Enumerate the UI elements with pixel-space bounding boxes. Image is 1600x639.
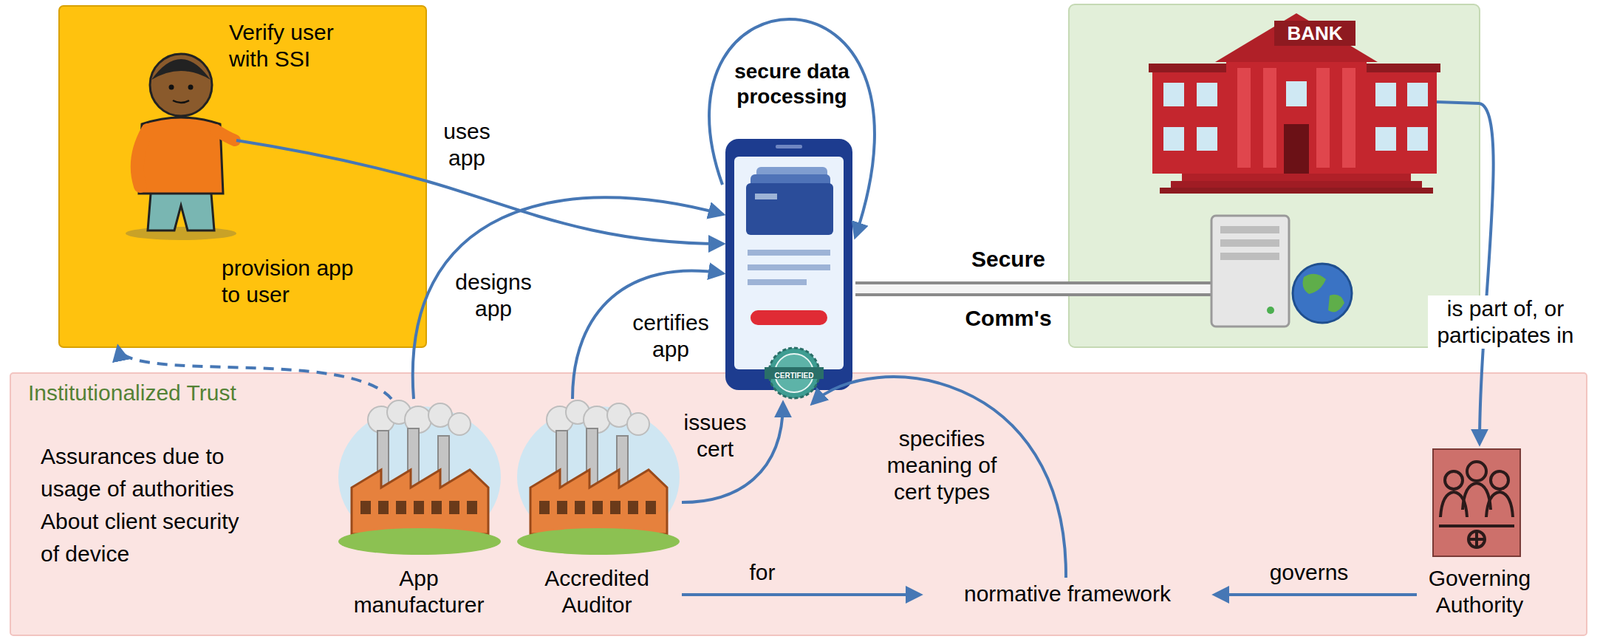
text-slot: uses app [437, 118, 497, 172]
trust-band: Institutionalized TrustAssurances due to… [10, 373, 1587, 636]
text-slot: issues cert [680, 409, 751, 463]
user-figure [125, 53, 237, 241]
phone-node: CERTIFIED [722, 135, 856, 404]
trust-band-fill [10, 373, 1587, 636]
actor-node: Accredited Auditor [511, 398, 682, 625]
text-slot: Assurances due to usage of authorities A… [40, 440, 263, 571]
authority-icon [1433, 449, 1521, 557]
leader-line [1436, 101, 1480, 104]
edge-label: is part of, or participates in [1427, 295, 1584, 349]
framework-label: normative framework [963, 580, 1171, 608]
edge-label: designs app [447, 268, 540, 323]
connector [1479, 103, 1494, 444]
connector [412, 197, 723, 399]
text-slot: secure data processing [727, 59, 857, 109]
edge-label: for [749, 559, 775, 586]
text-slot: governs [1260, 559, 1357, 586]
band-title: Institutionalized Trust [28, 379, 237, 407]
actor-label: App manufacturer [337, 565, 501, 619]
text-slot: for [740, 559, 785, 586]
bank-panel-fill [1068, 4, 1480, 348]
text-slot: Accredited Auditor [515, 565, 679, 619]
pipe-core [855, 284, 1069, 294]
connector [681, 593, 920, 597]
edge-label: issues cert [680, 409, 751, 463]
factory-icon [517, 400, 680, 555]
badge-text: CERTIFIED [774, 370, 815, 382]
text-slot: is part of, or participates in [1427, 295, 1584, 349]
factory-icon [338, 400, 501, 555]
text-slot: Governing Authority [1416, 565, 1543, 619]
actor-label: Governing Authority [1416, 565, 1543, 619]
connector [572, 271, 723, 399]
leader-line [236, 140, 427, 181]
edge-label: secure data processing [727, 59, 857, 109]
text-slot: designs app [447, 268, 540, 323]
text-slot: Verify user with SSI [228, 19, 377, 73]
text-slot: certifies app [624, 309, 718, 363]
connector [709, 19, 875, 237]
edge-label: uses app [437, 118, 497, 172]
connector [426, 180, 723, 244]
edge-label: Secure Comm's [952, 229, 1064, 348]
text-slot: specifies meaning of cert types [877, 425, 1007, 506]
bank-panel: BANK [1068, 4, 1480, 348]
text-slot: BANK [1274, 21, 1356, 46]
edge-label: provision app to user [221, 254, 355, 309]
server-illustration [1068, 215, 1352, 327]
actor-node: App manufacturer [333, 398, 504, 625]
actor-label: Accredited Auditor [515, 565, 679, 619]
bank-sign: BANK [1286, 21, 1343, 46]
pipe-outline [855, 281, 1069, 297]
text-slot: Secure Comm's [952, 229, 1064, 348]
text-slot: App manufacturer [337, 565, 501, 619]
text-slot: Institutionalized Trust [28, 379, 354, 407]
framework-node: normative framework [919, 577, 1216, 612]
connector [812, 376, 1066, 578]
text-slot: provision app to user [221, 254, 355, 309]
panel-title: Verify user with SSI [228, 19, 377, 73]
box-fills [10, 4, 1587, 636]
band-note: Assurances due to usage of authorities A… [40, 440, 263, 571]
text-slot: normative framework [919, 580, 1216, 608]
phone-illustration [725, 138, 853, 399]
edge-label: specifies meaning of cert types [877, 425, 1007, 506]
actor-node: Governing Authority [1416, 443, 1546, 625]
connector [1215, 593, 1417, 597]
edge-label: governs [1269, 559, 1349, 586]
user-panel-fill [59, 5, 427, 348]
text-slot: CERTIFIED [764, 367, 824, 382]
comm-pipe [855, 288, 1069, 290]
edge-label: certifies app [624, 309, 718, 363]
bank-building [1148, 13, 1441, 194]
